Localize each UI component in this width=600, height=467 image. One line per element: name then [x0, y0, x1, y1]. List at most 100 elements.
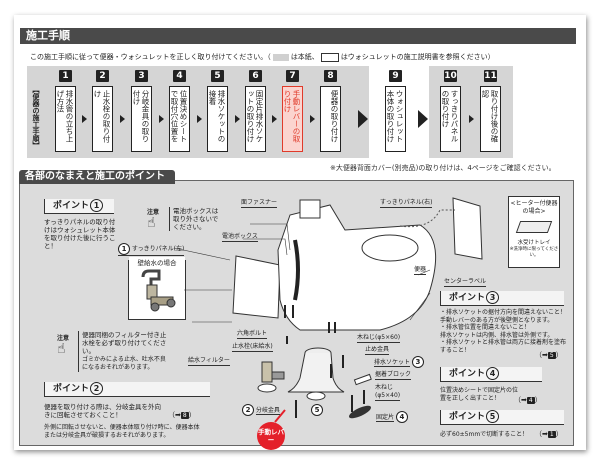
point-1-text: すっきりパネルの取り付けはウォシュレット本体を取り付けた後に行うこと！: [44, 218, 116, 250]
arrow-right-icon: [234, 115, 240, 123]
arrow-right-icon: ➡: [542, 351, 548, 359]
point-2-ref: （➡8）: [168, 411, 196, 419]
page-header: 施工手順: [20, 28, 576, 44]
step-number: 3: [135, 70, 148, 82]
label-battery-box: 電池ボックス: [222, 233, 258, 242]
ref-step: 1: [547, 431, 556, 438]
step-label: 取り付け後の確認: [480, 86, 501, 152]
inset-title: <ヒーター付便器の場合>: [510, 200, 558, 215]
label-stopper: 止め金具: [365, 346, 390, 355]
pointing-hand-icon: ☝: [57, 341, 66, 357]
step-number: 1: [59, 70, 72, 82]
white-legend-label: はウォシュレットの施工説明書を参照ください）: [340, 53, 495, 61]
ref-step: 5: [547, 352, 556, 359]
step-label: 排水管の立ち上げ方法: [55, 86, 76, 152]
step-number: 2: [96, 70, 109, 82]
label-text: 固定片: [376, 413, 395, 422]
point-4-text: 位置決めシートで固定片の位置を正しく出すこと！: [440, 387, 519, 402]
label-center-label: センターラベル: [444, 278, 487, 287]
step-number: 4: [173, 70, 186, 82]
label-fastener: 面ファスナー: [241, 199, 278, 208]
point-3-line: ・排水管位置を間違えないこと！: [440, 324, 531, 331]
point-label: ポイント: [449, 369, 486, 379]
step-number: 7: [286, 70, 299, 82]
label-panel-left: 1 すっきりパネル(左): [118, 243, 185, 256]
ref-step: 4: [526, 397, 535, 404]
point-3-ref: （➡5）: [535, 351, 563, 359]
arrow-right-icon: [196, 115, 202, 123]
arrow-right-icon: [309, 115, 315, 123]
label-block: 据着ブロック: [375, 371, 412, 380]
label-number: 5: [311, 404, 323, 416]
step-number: 8: [324, 70, 337, 82]
label-screw-40: 木ねじ (φ5×40): [375, 384, 401, 401]
point-5-text: 必ず60±5mmで切断すること！: [440, 431, 529, 438]
inset-title: 壁給水の場合: [129, 257, 185, 267]
caution-1-text: 電池ボックスは取り外さないでください。: [169, 207, 223, 231]
label-hex-bolt: 六角ボルト: [237, 330, 268, 339]
inset-part: 水受けトレイ: [517, 240, 551, 246]
point-2-text: 便器を取り付ける際は、分岐金具を外向きに回転させておくこと！: [44, 403, 161, 419]
point-label: ポイント: [53, 201, 90, 211]
step-2: 2 止水栓の取り付け: [92, 70, 113, 152]
label-panel-right: すっきりパネル(右): [380, 199, 433, 208]
label-number: 2: [242, 404, 254, 416]
step-9: 9 ウォシュレット本体の取り付け: [385, 70, 406, 152]
arrow-right-icon: [120, 115, 125, 123]
point-3-text: ・排水ソケットの据付方向を間違えないこと！手動レバーのある方が後壁側となります。…: [440, 309, 570, 354]
arrow-right-icon: [272, 115, 277, 123]
page-title: 施工手順: [26, 29, 70, 42]
caution-label: 注意: [147, 209, 160, 216]
caution-2-badge: 注意 ☝: [57, 333, 69, 356]
arrow-right-icon: ➡: [521, 396, 527, 404]
steps-lead-label: 【便器の施工手順】: [32, 86, 40, 149]
caution-text-sub: ゴミかみによる止水、吐水不良になるおそれがあります。: [82, 356, 166, 371]
point-number: 1: [90, 199, 104, 212]
ref-step: 8: [180, 412, 189, 419]
step-10: 10 すっきりパネルの取り付け: [440, 70, 461, 152]
steps-note: ※大便器背面カバー(別売品)の取り付けは、4ページをご確認ください。: [330, 164, 556, 172]
point-5-ref: （➡1）: [535, 430, 563, 438]
label-branch: 2 分岐金具: [242, 404, 280, 416]
section-title: 各部のなまえと施工のポイント: [19, 170, 175, 184]
pointing-hand-icon: ☝: [147, 215, 156, 231]
gray-legend-swatch: [272, 53, 289, 61]
step-label: すっきりパネルの取り付け: [440, 86, 461, 152]
caution-label: 注意: [57, 335, 70, 342]
label-five: 5: [311, 404, 323, 416]
point-3-line: ・排水ソケットの据付方向を間違えないこと！: [440, 309, 567, 316]
step-number: 9: [389, 70, 402, 82]
label-text: 排水ソケット: [374, 358, 411, 367]
point-label: ポイント: [53, 384, 90, 394]
step-label: 固定片排水ソケットの取り付け: [245, 86, 266, 152]
step-number: 6: [249, 70, 262, 82]
step-label: 位置決めシートで取付穴位置をけがく: [169, 86, 190, 152]
label-number: 4: [395, 411, 408, 423]
arrow-right-icon: ➡: [175, 411, 181, 419]
point-label: ポイント: [449, 412, 486, 422]
point-number: 4: [486, 367, 500, 380]
step-number: 10: [444, 70, 457, 82]
point-3-line: ・排水ソケットと排水管は両方に接着剤を塗布すること！: [440, 339, 567, 354]
label-drain-socket: 排水ソケット 3: [374, 356, 424, 368]
point-4-ref: （➡4）: [514, 396, 542, 404]
caution-text-main: 便器同梱のフィルター付き止水栓を必ず取り付けてください。: [82, 331, 167, 355]
step-number: 11: [484, 70, 497, 82]
step-label: 排水ソケットの接着: [207, 86, 228, 152]
tray-icon: [515, 221, 553, 233]
label-stop-valve: 止水栓(床給水): [232, 343, 273, 352]
step-number: 5: [211, 70, 224, 82]
label-filter: 給水フィルター: [188, 357, 230, 366]
wall-faucet-illustration: [141, 269, 176, 312]
step-label: 止水栓の取り付け: [92, 86, 113, 152]
heater-inset: <ヒーター付便器の場合> 水受けトレイ ※洗浄時に限ってください。: [508, 196, 560, 268]
caution-2-text: 便器同梱のフィルター付き止水栓を必ず取り付けてください。 ゴミかみによる止水、吐…: [78, 331, 170, 372]
step-label: ウォシュレット本体の取り付け: [385, 86, 406, 152]
